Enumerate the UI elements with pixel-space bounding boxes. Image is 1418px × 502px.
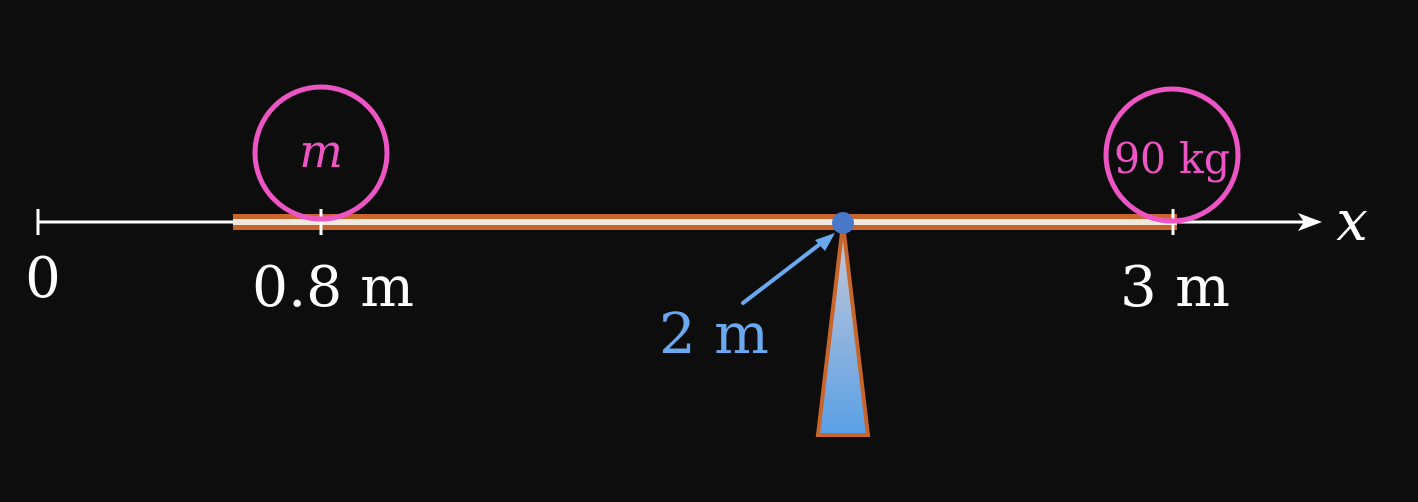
- tick-label-0-8m: 0.8 m: [252, 255, 414, 320]
- tick-label-3m: 3 m: [1120, 255, 1230, 320]
- pivot-arrow: [741, 233, 835, 305]
- axis-variable-label: x: [1336, 189, 1368, 254]
- mass-left-circle: [252, 84, 390, 222]
- mass-right-circle: [1103, 86, 1241, 224]
- pivot-dot: [832, 212, 854, 234]
- mass-left-label: m: [299, 124, 343, 178]
- fulcrum: [815, 223, 871, 437]
- pivot-label: 2 m: [659, 302, 769, 367]
- axis-arrowhead: [1298, 213, 1322, 231]
- origin-label: 0: [25, 246, 61, 311]
- beam: [233, 214, 1177, 230]
- mass-right-label: 90 kg: [1114, 134, 1230, 183]
